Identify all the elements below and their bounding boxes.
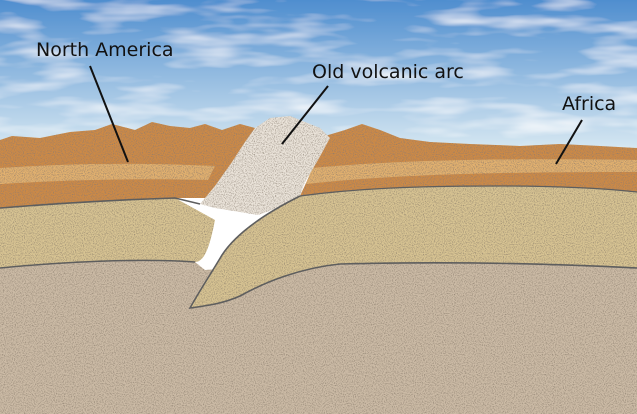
label-africa: Africa [562, 93, 616, 115]
middle-layer-left [0, 198, 215, 268]
lower-layer [0, 260, 637, 414]
label-north-america: North America [36, 39, 174, 61]
label-volcanic-arc: Old volcanic arc [312, 61, 464, 83]
